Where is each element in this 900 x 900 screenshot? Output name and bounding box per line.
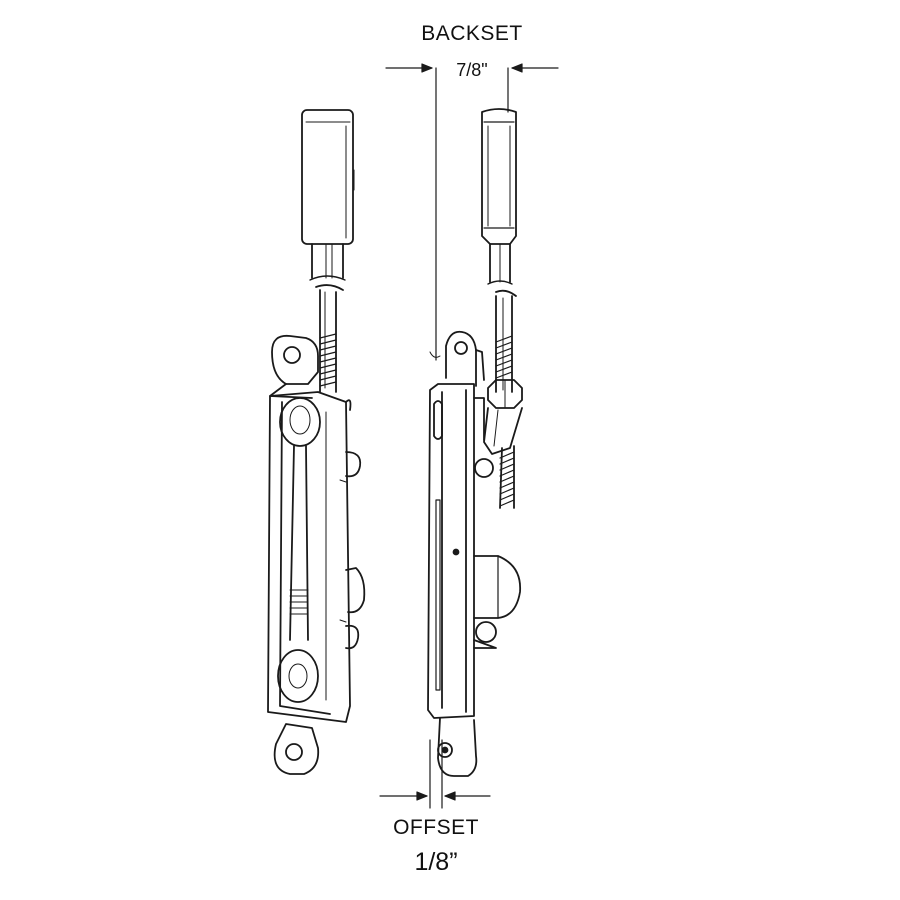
- left-bolt-knob: [301, 109, 355, 245]
- backset-dimension: [385, 63, 559, 361]
- right-bolt-guide: [483, 407, 523, 455]
- offset-label: OFFSET: [393, 816, 479, 839]
- left-bolt-rod-lower: [315, 284, 344, 393]
- offset-value: 1/8”: [414, 848, 458, 876]
- left-flush-bolt: [267, 109, 366, 775]
- right-bolt-hex-nut: [487, 379, 523, 409]
- left-bottom-mounting-ear: [273, 723, 320, 775]
- right-top-mounting-ear: [445, 330, 485, 387]
- right-bottom-mounting-ear: [437, 717, 478, 777]
- left-bolt-rod-upper: [309, 243, 346, 281]
- right-bolt-knob: [481, 108, 517, 245]
- right-bolt-body: [427, 383, 521, 719]
- right-bolt-thread-lower: [499, 445, 515, 509]
- right-flush-bolt: [427, 108, 523, 777]
- backset-value: 7/8": [456, 60, 488, 80]
- left-top-mounting-ear: [269, 334, 319, 399]
- left-bolt-spring: [319, 333, 337, 387]
- right-bolt-thread-upper: [495, 335, 513, 379]
- left-bolt-body: [267, 391, 366, 723]
- backset-label: BACKSET: [421, 22, 523, 45]
- right-bolt-rod-lower: [495, 289, 517, 393]
- right-bolt-rod-upper: [487, 243, 513, 285]
- offset-dimension: [379, 739, 491, 809]
